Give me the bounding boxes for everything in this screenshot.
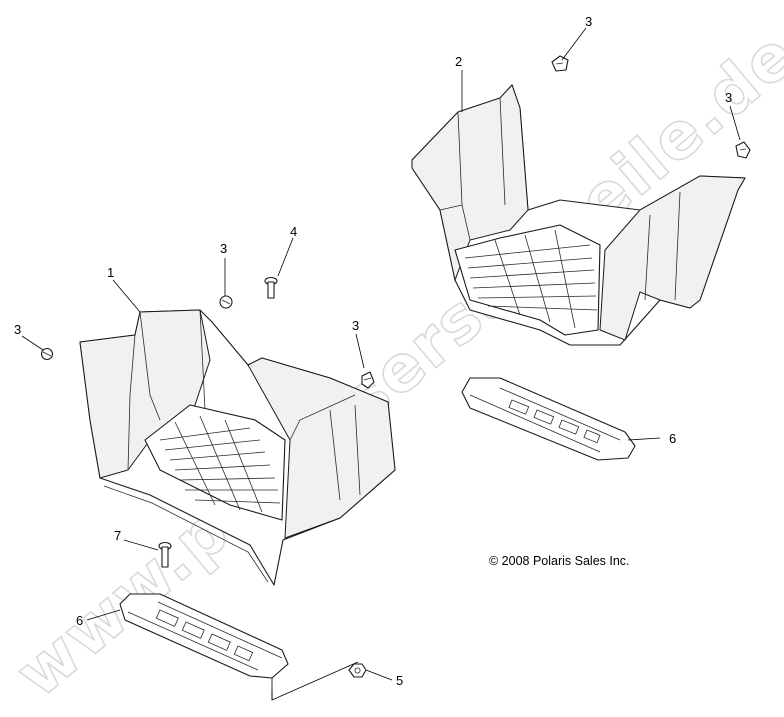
callout-label-6: 6 — [669, 431, 676, 446]
screw-fastener — [158, 541, 172, 568]
callout-label-2: 2 — [455, 54, 462, 69]
left-plate-slots — [155, 609, 254, 662]
right-footrest-plate — [461, 377, 636, 461]
nut-fastener — [348, 663, 367, 678]
copyright-notice: © 2008 Polaris Sales Inc. — [489, 554, 630, 568]
leader-lines — [21, 27, 741, 701]
right-plate-slots — [508, 399, 601, 444]
callout-label-7: 7 — [114, 528, 121, 543]
callout-label-3: 3 — [352, 318, 359, 333]
left-footrest-plate — [119, 593, 289, 679]
callout-label-5: 5 — [396, 673, 403, 688]
callout-label-4: 4 — [290, 224, 297, 239]
callout-label-3: 3 — [14, 322, 21, 337]
callout-label-3: 3 — [585, 14, 592, 29]
callout-label-1: 1 — [107, 265, 114, 280]
push-rivet-fastener — [361, 371, 375, 389]
right-floor-tread — [464, 229, 598, 329]
screw-fastener — [264, 276, 278, 299]
callout-label-3: 3 — [725, 90, 732, 105]
push-rivet-fastener — [735, 141, 751, 159]
left-floor-tread — [159, 415, 281, 513]
push-rivet-fastener — [40, 347, 54, 361]
push-rivet-fastener — [219, 295, 233, 309]
left-footwell — [79, 309, 396, 586]
callout-label-3: 3 — [220, 241, 227, 256]
callout-label-6: 6 — [76, 613, 83, 628]
right-footwell — [411, 84, 746, 346]
push-rivet-fastener — [551, 55, 569, 72]
